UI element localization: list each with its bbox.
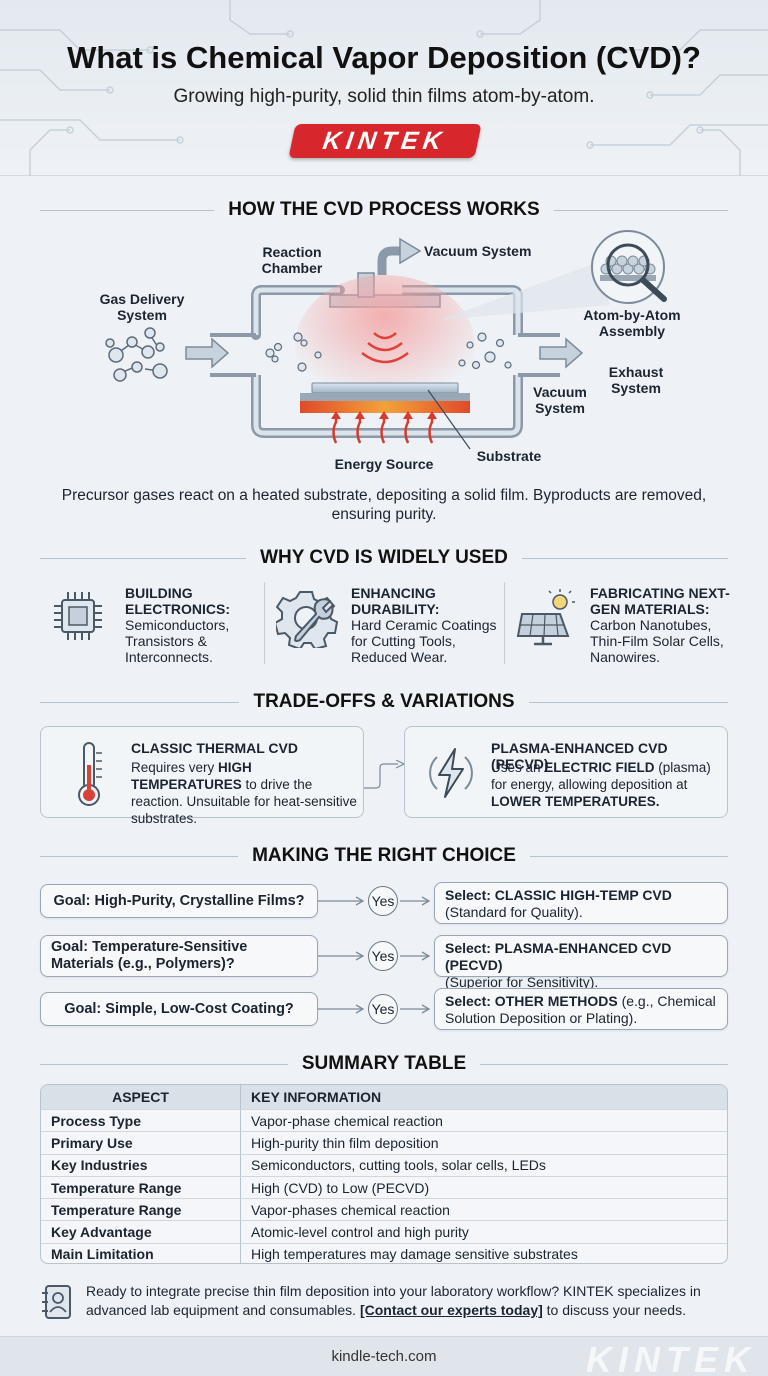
cvd-process-diagram — [105, 230, 667, 450]
answer-yes-2: Yes — [368, 941, 398, 971]
label-exhaust-system: Exhaust System — [608, 364, 664, 396]
contact-book-icon — [42, 1285, 71, 1319]
answer-yes-3: Yes — [368, 994, 398, 1024]
goal-temperature-sensitive: Goal: Temperature-Sensitive Materials (e… — [40, 935, 318, 977]
label-vacuum-system-side: Vacuum System — [533, 384, 587, 416]
call-to-action: Ready to integrate precise thin film dep… — [86, 1283, 701, 1318]
thermal-cvd-title: CLASSIC THERMAL CVD — [131, 740, 298, 756]
why-durability-body: Hard Ceramic Coatings for Cutting Tools,… — [351, 617, 497, 665]
gear-wrench-icon — [276, 591, 339, 648]
thermal-cvd-card: CLASSIC THERMAL CVD Requires very HIGH T… — [40, 726, 364, 826]
why-item-durability: ENHANCING DURABILITY: Hard Ceramic Coati… — [276, 584, 497, 666]
why-divider-2 — [504, 582, 505, 664]
why-electronics-body: Semiconductors, Transistors & Interconne… — [125, 617, 230, 665]
lightning-bolt-icon — [429, 748, 473, 798]
pecvd-title: PLASMA-ENHANCED CVD (PECVD) — [491, 740, 668, 772]
goal-high-purity: Goal: High-Purity, Crystalline Films? — [40, 884, 318, 918]
footer-watermark: KINTEK — [586, 1339, 756, 1376]
footer-url[interactable]: kindle-tech.com — [331, 1348, 437, 1365]
label-vacuum-system-top: Vacuum System — [424, 243, 532, 259]
process-caption: Precursor gases react on a heated substr… — [61, 487, 707, 523]
why-section-heading: WHY CVD IS WIDELY USED — [40, 546, 729, 570]
thermal-cvd-body: Requires very HIGH TEMPERATURES to drive… — [131, 760, 357, 826]
choice-flow-arrows — [318, 896, 431, 1014]
pecvd-card: PLASMA-ENHANCED CVD (PECVD) Uses an ELEC… — [404, 726, 728, 818]
goal-low-cost: Goal: Simple, Low-Cost Coating? — [40, 992, 318, 1026]
choice-section-heading: MAKING THE RIGHT CHOICE — [40, 844, 729, 868]
why-electronics-title: BUILDING ELECTRONICS: — [125, 585, 230, 617]
header: What is Chemical Vapor Deposition (CVD)?… — [0, 0, 768, 176]
chip-icon — [54, 592, 102, 640]
process-section-heading: HOW THE CVD PROCESS WORKS — [40, 198, 728, 222]
why-item-electronics: BUILDING ELECTRONICS: Semiconductors, Tr… — [50, 584, 260, 666]
solar-panel-icon — [516, 589, 575, 646]
select-pecvd: Select: PLASMA-ENHANCED CVD (PECVD)(Supe… — [434, 935, 728, 990]
why-durability-title: ENHANCING DURABILITY: — [351, 585, 440, 617]
kintek-logo: KINTEK — [288, 124, 482, 158]
why-next-gen-body: Carbon Nanotubes, Thin-Film Solar Cells,… — [590, 617, 724, 665]
summary-section-heading: SUMMARY TABLE — [40, 1052, 728, 1076]
logo-text: KINTEK — [321, 126, 449, 155]
tradeoff-connector-arrow — [364, 760, 406, 789]
thermometer-icon — [78, 742, 102, 806]
page-title: What is Chemical Vapor Deposition (CVD)? — [67, 40, 701, 75]
label-reaction-chamber: Reaction Chamber — [261, 244, 323, 276]
select-classic-cvd: Select: CLASSIC HIGH-TEMP CVD(Standard f… — [434, 882, 728, 924]
label-gas-delivery-system: Gas Delivery System — [99, 291, 185, 323]
answer-yes-1: Yes — [368, 886, 398, 916]
why-item-next-gen: FABRICATING NEXT-GEN MATERIALS: Carbon N… — [516, 584, 730, 666]
circuit-background-icon — [0, 0, 768, 176]
label-substrate: Substrate — [476, 448, 542, 464]
table-header-row: ASPECT KEY INFORMATION — [41, 1085, 727, 1109]
column-header-aspect: ASPECT — [41, 1085, 241, 1109]
label-atom-by-atom-assembly: Atom-by-Atom Assembly — [583, 307, 681, 339]
why-next-gen-title: FABRICATING NEXT-GEN MATERIALS: — [590, 585, 730, 617]
contact-experts-link[interactable]: [Contact our experts today] — [359, 1302, 543, 1318]
column-header-key-information: KEY INFORMATION — [251, 1089, 382, 1105]
select-other-methods: Select: OTHER METHODS (e.g., Chemical So… — [434, 988, 728, 1030]
why-divider-1 — [264, 582, 265, 664]
label-energy-source: Energy Source — [334, 456, 434, 472]
page-subtitle: Growing high-purity, solid thin films at… — [173, 86, 595, 107]
pecvd-body: Uses an ELECTRIC FIELD (plasma) for ener… — [491, 760, 711, 809]
tradeoffs-section-heading: TRADE-OFFS & VARIATIONS — [40, 690, 729, 714]
footer: kindle-tech.com KINTEK — [0, 1336, 768, 1376]
